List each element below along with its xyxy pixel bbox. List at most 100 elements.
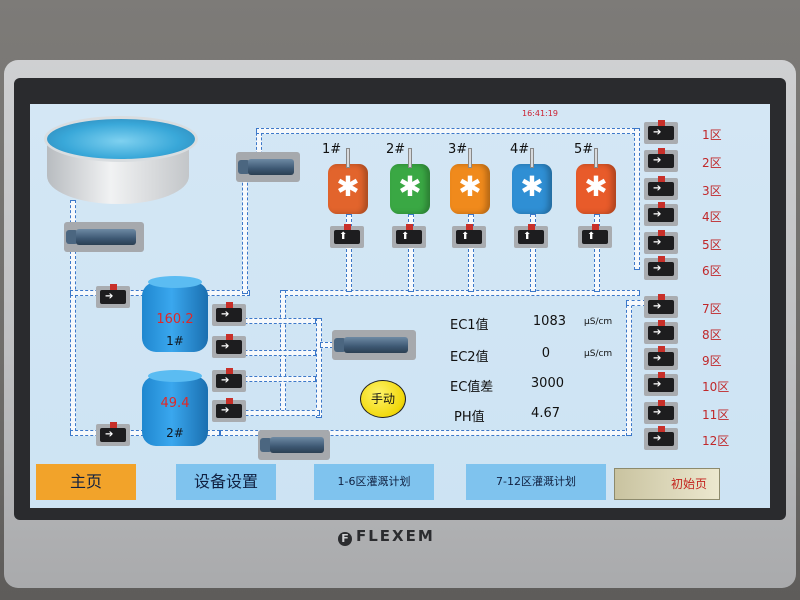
manual-mode-button[interactable]: 手动 bbox=[360, 380, 406, 418]
pipe bbox=[594, 214, 600, 292]
mixer-3[interactable]: ✱ bbox=[450, 148, 490, 214]
zone-6-valve[interactable]: ➔ bbox=[644, 256, 678, 280]
tank-level: 160.2 bbox=[156, 312, 194, 327]
arrow-right-icon: ➔ bbox=[653, 127, 662, 138]
arrow-up-icon: ⬆ bbox=[587, 231, 596, 242]
arrow-right-icon: ➔ bbox=[653, 209, 662, 220]
arrow-right-icon: ➔ bbox=[105, 291, 114, 302]
tank2-outlet-valve-b[interactable]: ➔ bbox=[212, 398, 246, 422]
zone-7-12-plan-button[interactable]: 7-12区灌溉计划 bbox=[466, 464, 606, 500]
tank1-outlet-valve-a[interactable]: ➔ bbox=[212, 302, 246, 326]
pipe bbox=[280, 290, 640, 296]
main-pump[interactable] bbox=[64, 222, 144, 252]
arrow-right-icon: ➔ bbox=[653, 183, 662, 194]
brand-name: FLEXEM bbox=[356, 527, 435, 545]
pump-icon bbox=[260, 438, 272, 452]
mixing-pump[interactable] bbox=[332, 330, 416, 360]
mixer-1-valve[interactable]: ⬆ bbox=[330, 224, 364, 248]
device-settings-button[interactable]: 设备设置 bbox=[176, 464, 276, 500]
arrow-right-icon: ➔ bbox=[105, 429, 114, 440]
tank-level: 49.4 bbox=[160, 396, 190, 411]
mixer-1[interactable]: ✱ bbox=[328, 148, 368, 214]
zone-label: 1区 bbox=[702, 128, 722, 142]
mixer-label: 4# bbox=[510, 142, 530, 157]
ec-diff-label: EC值差 bbox=[450, 380, 494, 395]
arrow-up-icon: ⬆ bbox=[461, 231, 470, 242]
zone-7-valve[interactable]: ➔ bbox=[644, 294, 678, 318]
mixer-2-valve[interactable]: ⬆ bbox=[392, 224, 426, 248]
zone-12-valve[interactable]: ➔ bbox=[644, 426, 678, 450]
zone-5-valve[interactable]: ➔ bbox=[644, 230, 678, 254]
zone-1-valve[interactable]: ➔ bbox=[644, 120, 678, 144]
ec1-label: EC1值 bbox=[450, 318, 489, 333]
mixer-5-valve[interactable]: ⬆ bbox=[578, 224, 612, 248]
arrow-right-icon: ➔ bbox=[653, 433, 662, 444]
fan-icon: ✱ bbox=[336, 170, 360, 203]
zone-label: 5区 bbox=[702, 238, 722, 252]
arrow-right-icon: ➔ bbox=[653, 379, 662, 390]
mixer-3-valve[interactable]: ⬆ bbox=[452, 224, 486, 248]
zone-label: 9区 bbox=[702, 354, 722, 368]
arrow-right-icon: ➔ bbox=[653, 407, 662, 418]
tank1-inlet-valve[interactable]: ➔ bbox=[96, 284, 130, 308]
arrow-right-icon: ➔ bbox=[221, 341, 230, 352]
fan-icon: ✱ bbox=[584, 170, 608, 203]
zone-10-valve[interactable]: ➔ bbox=[644, 372, 678, 396]
zone-2-valve[interactable]: ➔ bbox=[644, 148, 678, 172]
mixer-label: 1# bbox=[322, 142, 342, 157]
zone-8-valve[interactable]: ➔ bbox=[644, 320, 678, 344]
pipe bbox=[316, 318, 322, 418]
tank-name: 2# bbox=[166, 426, 184, 440]
hmi-screen: 16:41:19 bbox=[30, 104, 770, 508]
brand-logo: F FLEXEM bbox=[338, 527, 435, 546]
supply-pump[interactable] bbox=[236, 152, 300, 182]
arrow-right-icon: ➔ bbox=[653, 237, 662, 248]
tank2-inlet-valve[interactable]: ➔ bbox=[96, 422, 130, 446]
flexem-logo-icon: F bbox=[338, 532, 352, 546]
ec2-value: 0 bbox=[541, 346, 550, 361]
mixer-5[interactable]: ✱ bbox=[576, 148, 616, 214]
arrow-right-icon: ➔ bbox=[653, 263, 662, 274]
zone-label: 4区 bbox=[702, 210, 722, 224]
pipe bbox=[408, 214, 414, 292]
return-pump[interactable] bbox=[258, 430, 330, 460]
zone-4-valve[interactable]: ➔ bbox=[644, 202, 678, 226]
tank1-outlet-valve-b[interactable]: ➔ bbox=[212, 334, 246, 358]
ec1-value: 1083 bbox=[532, 314, 566, 329]
pipe bbox=[634, 128, 640, 270]
zone-label: 12区 bbox=[702, 434, 730, 448]
tank-name: 1# bbox=[166, 334, 184, 348]
ph-value: 4.67 bbox=[531, 406, 560, 421]
mixer-4[interactable]: ✱ bbox=[512, 148, 552, 214]
arrow-right-icon: ➔ bbox=[653, 301, 662, 312]
zone-label: 8区 bbox=[702, 328, 722, 342]
pipe bbox=[626, 300, 646, 306]
mixer-label: 2# bbox=[386, 142, 406, 157]
pipe bbox=[468, 214, 474, 292]
ec-diff-value: 3000 bbox=[530, 376, 564, 391]
ec2-label: EC2值 bbox=[450, 350, 489, 365]
main-page-button[interactable]: 主页 bbox=[36, 464, 136, 500]
home-page-button[interactable]: 初始页 bbox=[614, 468, 720, 500]
zone-label: 7区 bbox=[702, 302, 722, 316]
pipe bbox=[256, 128, 640, 134]
zone-label: 11区 bbox=[702, 408, 730, 422]
mixer-4-valve[interactable]: ⬆ bbox=[514, 224, 548, 248]
zone-9-valve[interactable]: ➔ bbox=[644, 346, 678, 370]
zone-1-6-plan-button[interactable]: 1-6区灌溉计划 bbox=[314, 464, 434, 500]
pump-icon bbox=[334, 338, 346, 352]
tank2-outlet-valve-a[interactable]: ➔ bbox=[212, 368, 246, 392]
zone-3-valve[interactable]: ➔ bbox=[644, 176, 678, 200]
mixer-2[interactable]: ✱ bbox=[390, 148, 430, 214]
arrow-right-icon: ➔ bbox=[653, 155, 662, 166]
zone-label: 3区 bbox=[702, 184, 722, 198]
arrow-up-icon: ⬆ bbox=[401, 231, 410, 242]
pipe bbox=[346, 214, 352, 292]
zone-11-valve[interactable]: ➔ bbox=[644, 400, 678, 424]
pipe bbox=[70, 290, 76, 436]
arrow-right-icon: ➔ bbox=[653, 327, 662, 338]
arrow-right-icon: ➔ bbox=[221, 309, 230, 320]
zone-label: 6区 bbox=[702, 264, 722, 278]
fertilizer-tank-2: 49.4 2# bbox=[142, 370, 208, 446]
arrow-right-icon: ➔ bbox=[653, 353, 662, 364]
